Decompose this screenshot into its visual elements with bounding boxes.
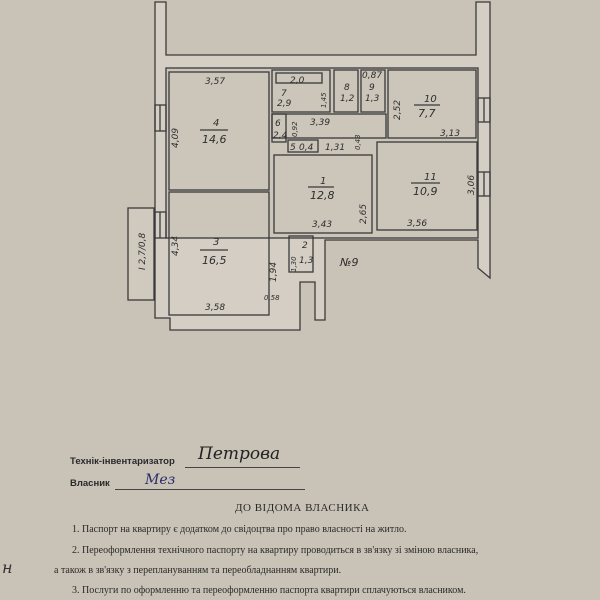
room-11-number: 11 xyxy=(424,172,437,183)
room-7-number: 7 xyxy=(281,89,287,99)
owner-signature: Мез xyxy=(145,472,176,488)
room-8-area: 1,2 xyxy=(340,94,355,104)
notice-item-2-continued: а також в зв'язку з переплануванням та п… xyxy=(54,565,342,576)
notice-title: ДО ВІДОМА ВЛАСНИКА xyxy=(235,502,370,514)
dim-r9-top: 0,87 xyxy=(362,71,382,81)
dim-corr-len: 3,39 xyxy=(310,118,330,128)
room-walls xyxy=(127,69,478,316)
owner-label: Власник xyxy=(70,478,110,489)
dim-bath-side: 1,45 xyxy=(320,92,328,108)
technician-signature-line xyxy=(185,467,300,468)
dim-r10-side: 2,52 xyxy=(393,100,403,120)
margin-mark: н xyxy=(2,558,13,577)
balcony-label: I 2,7/0,8 xyxy=(138,233,148,270)
room-9-area: 1,3 xyxy=(365,94,380,104)
notice-item-3: 3. Послуги по оформленню та переоформлен… xyxy=(72,585,466,596)
dim-corr2-side: 0,43 xyxy=(354,134,362,150)
room-11-area: 10,9 xyxy=(413,185,438,198)
room-5-area: 0,4 xyxy=(299,143,314,153)
room-10-area: 7,7 xyxy=(418,107,436,120)
room-8-number: 8 xyxy=(344,83,350,93)
room-2-number: 2 xyxy=(302,241,308,251)
room-6-area: 2,4 xyxy=(273,131,288,141)
dim-corr2: 1,31 xyxy=(325,143,345,153)
technician-signature: Петрова xyxy=(198,444,281,464)
room-5-number: 5 xyxy=(290,143,296,153)
dim-bath-w: 2,0 xyxy=(290,76,305,86)
apartment-number: №9 xyxy=(339,256,358,269)
interior-area xyxy=(165,67,479,239)
dim-r2-side: 1,30 xyxy=(290,256,298,272)
dim-r4-side: 4,09 xyxy=(171,128,181,148)
room-9-number: 9 xyxy=(369,83,375,93)
room-2-area: 1,3 xyxy=(299,256,314,266)
dim-r4-top: 3,57 xyxy=(205,77,225,87)
floor-plan: 4 14,6 3 16,5 1 12,8 11 10,9 10 7,7 7 2,… xyxy=(127,1,491,331)
room-7-area: 2,9 xyxy=(277,99,292,109)
notice-item-1: 1. Паспорт на квартиру є додатком до сві… xyxy=(72,524,407,535)
room-3-area: 16,5 xyxy=(202,254,227,267)
room-4-area: 14,6 xyxy=(202,133,227,146)
notice-item-2: 2. Переоформлення технічного паспорту на… xyxy=(72,545,479,556)
dim-r10-bottom: 3,13 xyxy=(440,129,460,139)
dim-r3-side: 4,34 xyxy=(171,236,181,256)
dim-r11-side: 3,06 xyxy=(467,175,477,195)
room-6-number: 6 xyxy=(275,119,281,129)
dim-r1-side: 2,65 xyxy=(359,204,369,224)
room-3-number: 3 xyxy=(213,237,219,248)
dim-r1-bottom: 3,43 xyxy=(312,220,332,230)
dim-r3-bottom: 3,58 xyxy=(205,303,225,313)
room-1-number: 1 xyxy=(320,176,326,187)
technician-label: Технік-інвентаризатор xyxy=(70,456,175,467)
room-4-number: 4 xyxy=(213,118,219,129)
dim-r3-inner: 1,94 xyxy=(269,262,279,282)
windows xyxy=(154,97,491,239)
dim-r11-bottom: 3,56 xyxy=(407,219,427,229)
dim-r3-small: 0,58 xyxy=(264,294,280,302)
room-10-number: 10 xyxy=(424,94,437,105)
owner-signature-line xyxy=(115,489,305,490)
room-1-area: 12,8 xyxy=(310,189,335,202)
dim-r6-side: 0,92 xyxy=(291,121,299,137)
